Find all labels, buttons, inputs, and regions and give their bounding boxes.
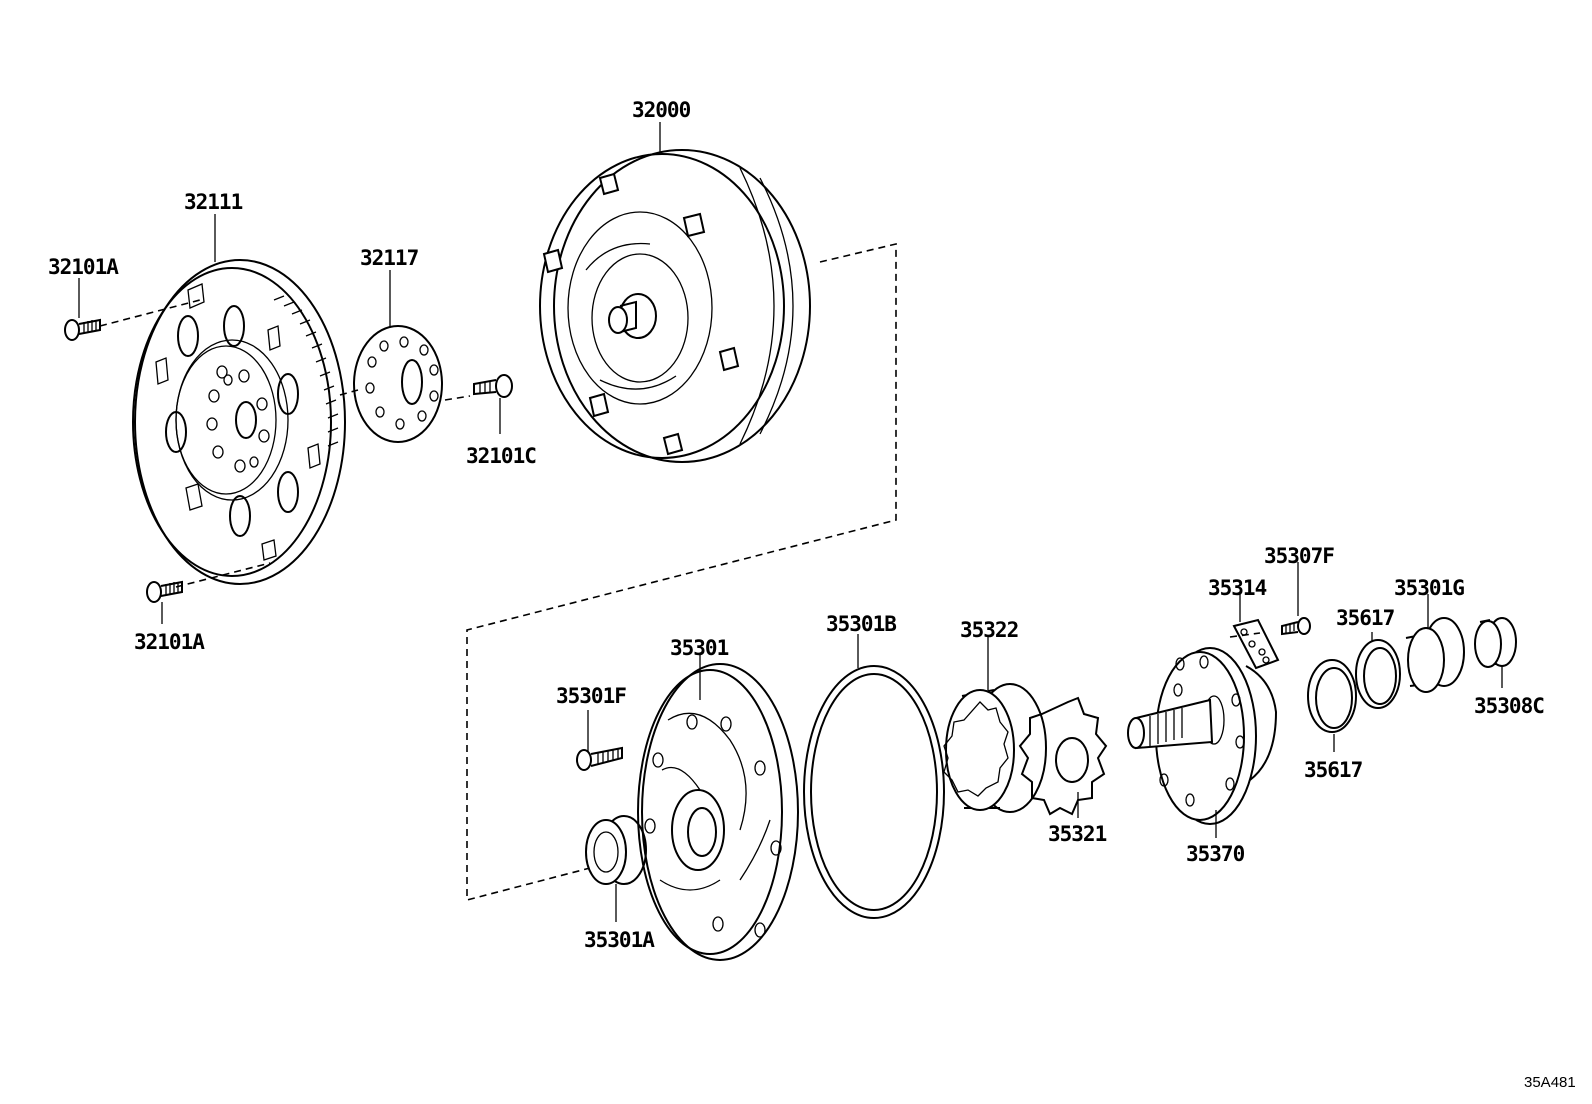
- label-35321[interactable]: 35321: [1048, 822, 1107, 846]
- bolt-32101a-bottom[interactable]: [146, 580, 183, 603]
- bolt-32101c[interactable]: [473, 374, 513, 398]
- label-32000[interactable]: 32000: [632, 98, 691, 122]
- oil-pump-body-35301[interactable]: [637, 663, 799, 961]
- ring-35617-rear[interactable]: [1355, 639, 1401, 709]
- label-35370[interactable]: 35370: [1186, 842, 1245, 866]
- label-35308c[interactable]: 35308C: [1474, 694, 1545, 718]
- label-32101a-bottom[interactable]: 32101A: [134, 630, 205, 654]
- label-35307f[interactable]: 35307F: [1264, 544, 1335, 568]
- bushing-35308c[interactable]: [1474, 617, 1517, 668]
- drive-gear-35321[interactable]: [1018, 696, 1108, 816]
- plate-35314[interactable]: [1232, 618, 1280, 670]
- drive-plate-32111[interactable]: [132, 259, 346, 585]
- label-35301a[interactable]: 35301A: [584, 928, 655, 952]
- label-32101c[interactable]: 32101C: [466, 444, 537, 468]
- bushing-35301g[interactable]: [1405, 617, 1465, 693]
- stator-shaft-35370[interactable]: [1127, 647, 1278, 825]
- plate-32117[interactable]: [353, 325, 443, 443]
- label-35301f[interactable]: 35301F: [556, 684, 627, 708]
- driven-gear-35322[interactable]: [943, 683, 1047, 813]
- diagram-code: 35A481: [1524, 1074, 1576, 1091]
- o-ring-35301b[interactable]: [803, 665, 945, 919]
- torque-converter-32000[interactable]: [539, 149, 811, 463]
- label-35314[interactable]: 35314: [1208, 576, 1267, 600]
- label-32117[interactable]: 32117: [360, 246, 419, 270]
- label-35301g[interactable]: 35301G: [1394, 576, 1465, 600]
- label-35301[interactable]: 35301: [670, 636, 729, 660]
- bolt-32101a-top[interactable]: [64, 318, 101, 341]
- bolt-35307f[interactable]: [1281, 617, 1311, 636]
- label-35301b[interactable]: 35301B: [826, 612, 897, 636]
- oil-seal-35301a[interactable]: [585, 815, 647, 885]
- label-35322[interactable]: 35322: [960, 618, 1019, 642]
- label-35617-bottom[interactable]: 35617: [1304, 758, 1363, 782]
- label-32101a-top[interactable]: 32101A: [48, 255, 119, 279]
- bolt-35301f[interactable]: [576, 746, 623, 771]
- ring-35617-front[interactable]: [1307, 659, 1357, 733]
- label-32111[interactable]: 32111: [184, 190, 243, 214]
- leader-lines: [78, 122, 1503, 922]
- label-35617-top[interactable]: 35617: [1336, 606, 1395, 630]
